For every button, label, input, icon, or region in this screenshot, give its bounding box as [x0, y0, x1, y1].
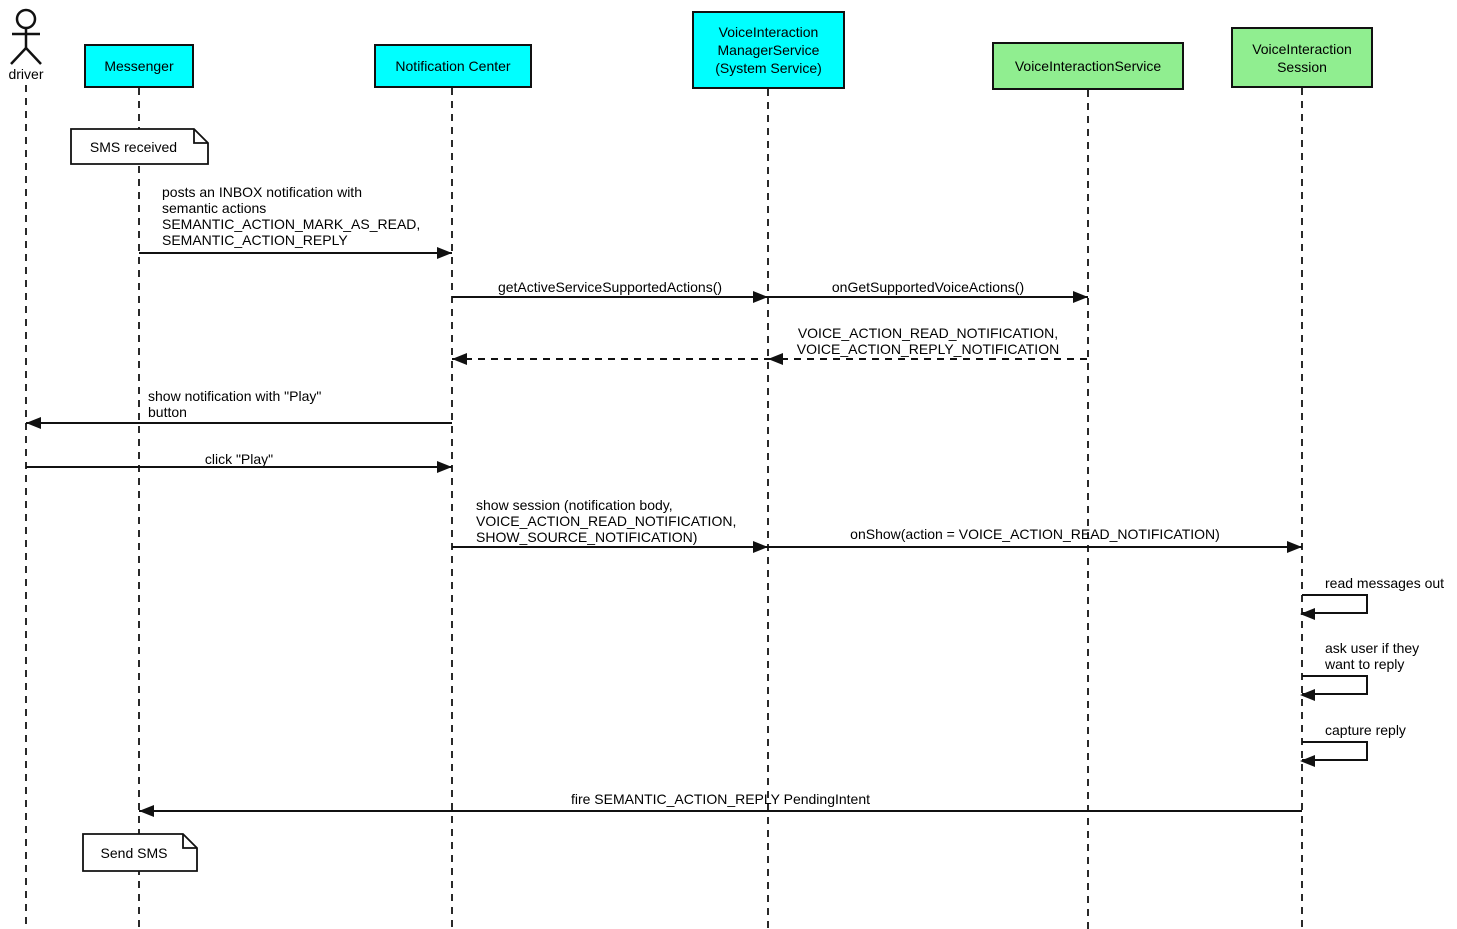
arrowhead-right-icon — [437, 461, 452, 473]
arrowhead-right-icon — [1287, 541, 1302, 553]
message-arrow-fire-pending-intent — [139, 805, 1302, 817]
message-label-click-play: click "Play" — [204, 451, 274, 467]
lifeline-interaction-session — [1301, 88, 1303, 929]
arrowhead-right-icon — [753, 291, 768, 303]
participant-manager-service: VoiceInteraction ManagerService (System … — [692, 11, 845, 89]
note-shape — [82, 833, 198, 872]
lifeline-notification-center — [451, 88, 453, 929]
message-label-get-supported-actions: getActiveServiceSupportedActions() — [497, 279, 723, 295]
message-arrow-voice-actions-result — [768, 353, 1088, 365]
self-message-ask-user-reply — [1300, 675, 1368, 701]
actor-driver: driver — [0, 8, 52, 86]
lifeline-driver — [25, 85, 27, 929]
message-arrow-on-show — [768, 541, 1302, 553]
message-label-capture-reply: capture reply — [1325, 722, 1406, 738]
note-send-sms-text: Send SMS — [100, 844, 168, 861]
participant-interaction-session: VoiceInteraction Session — [1231, 27, 1373, 88]
message-arrow-get-supported-actions — [452, 291, 768, 303]
participant-manager-service-label: VoiceInteraction ManagerService (System … — [715, 24, 822, 76]
message-arrow-post-inbox — [139, 247, 452, 259]
actor-driver-label: driver — [8, 66, 44, 82]
lifeline-manager-service — [767, 89, 769, 929]
message-label-ask-user-reply: ask user if they want to reply — [1325, 640, 1420, 672]
message-label-post-inbox: posts an INBOX notification with semanti… — [162, 184, 421, 248]
stick-figure-icon — [10, 8, 42, 65]
message-label-show-notification: show notification with "Play" button — [148, 388, 322, 420]
participant-interaction-session-label: VoiceInteraction Session — [1252, 40, 1352, 75]
note-shape — [70, 128, 209, 165]
message-label-fire-pending-intent: fire SEMANTIC_ACTION_REPLY PendingIntent — [570, 791, 871, 807]
participant-interaction-service-label: VoiceInteractionService — [1014, 58, 1162, 74]
participant-notification-center: Notification Center — [374, 44, 532, 88]
participant-messenger: Messenger — [84, 44, 194, 88]
message-label-voice-actions-result: VOICE_ACTION_READ_NOTIFICATION, VOICE_AC… — [796, 325, 1060, 357]
message-arrow-click-play — [26, 461, 452, 473]
message-label-read-messages-out: read messages out — [1325, 575, 1445, 591]
message-label-show-session: show session (notification body, VOICE_A… — [476, 497, 737, 545]
arrowhead-right-icon — [1073, 291, 1088, 303]
lifeline-interaction-service — [1087, 90, 1089, 929]
self-message-read-messages-out — [1300, 594, 1368, 620]
message-arrow-voice-actions-relay — [452, 353, 768, 365]
arrowhead-left-icon — [139, 805, 154, 817]
arrowhead-left-icon — [1300, 755, 1315, 767]
participant-messenger-label: Messenger — [104, 58, 174, 74]
arrowhead-right-icon — [437, 247, 452, 259]
participant-interaction-service: VoiceInteractionService — [992, 42, 1184, 90]
note-send-sms: Send SMS — [82, 833, 198, 872]
message-label-on-show: onShow(action = VOICE_ACTION_READ_NOTIFI… — [850, 526, 1220, 542]
participant-notification-center-label: Notification Center — [395, 58, 511, 74]
arrowhead-left-icon — [26, 417, 41, 429]
note-sms-received-text: SMS received — [89, 138, 178, 155]
self-message-capture-reply — [1300, 741, 1368, 767]
note-sms-received: SMS received — [70, 128, 209, 165]
arrowhead-left-icon — [768, 353, 783, 365]
message-arrow-show-session — [452, 541, 768, 553]
message-arrow-show-notification — [26, 417, 452, 429]
message-label-on-get-supported-voice-actions: onGetSupportedVoiceActions() — [831, 279, 1025, 295]
message-arrow-on-get-supported-voice-actions — [768, 291, 1088, 303]
arrowhead-left-icon — [1300, 608, 1315, 620]
arrowhead-left-icon — [452, 353, 467, 365]
arrowhead-left-icon — [1300, 689, 1315, 701]
lifeline-messenger — [138, 88, 140, 929]
arrowhead-right-icon — [753, 541, 768, 553]
